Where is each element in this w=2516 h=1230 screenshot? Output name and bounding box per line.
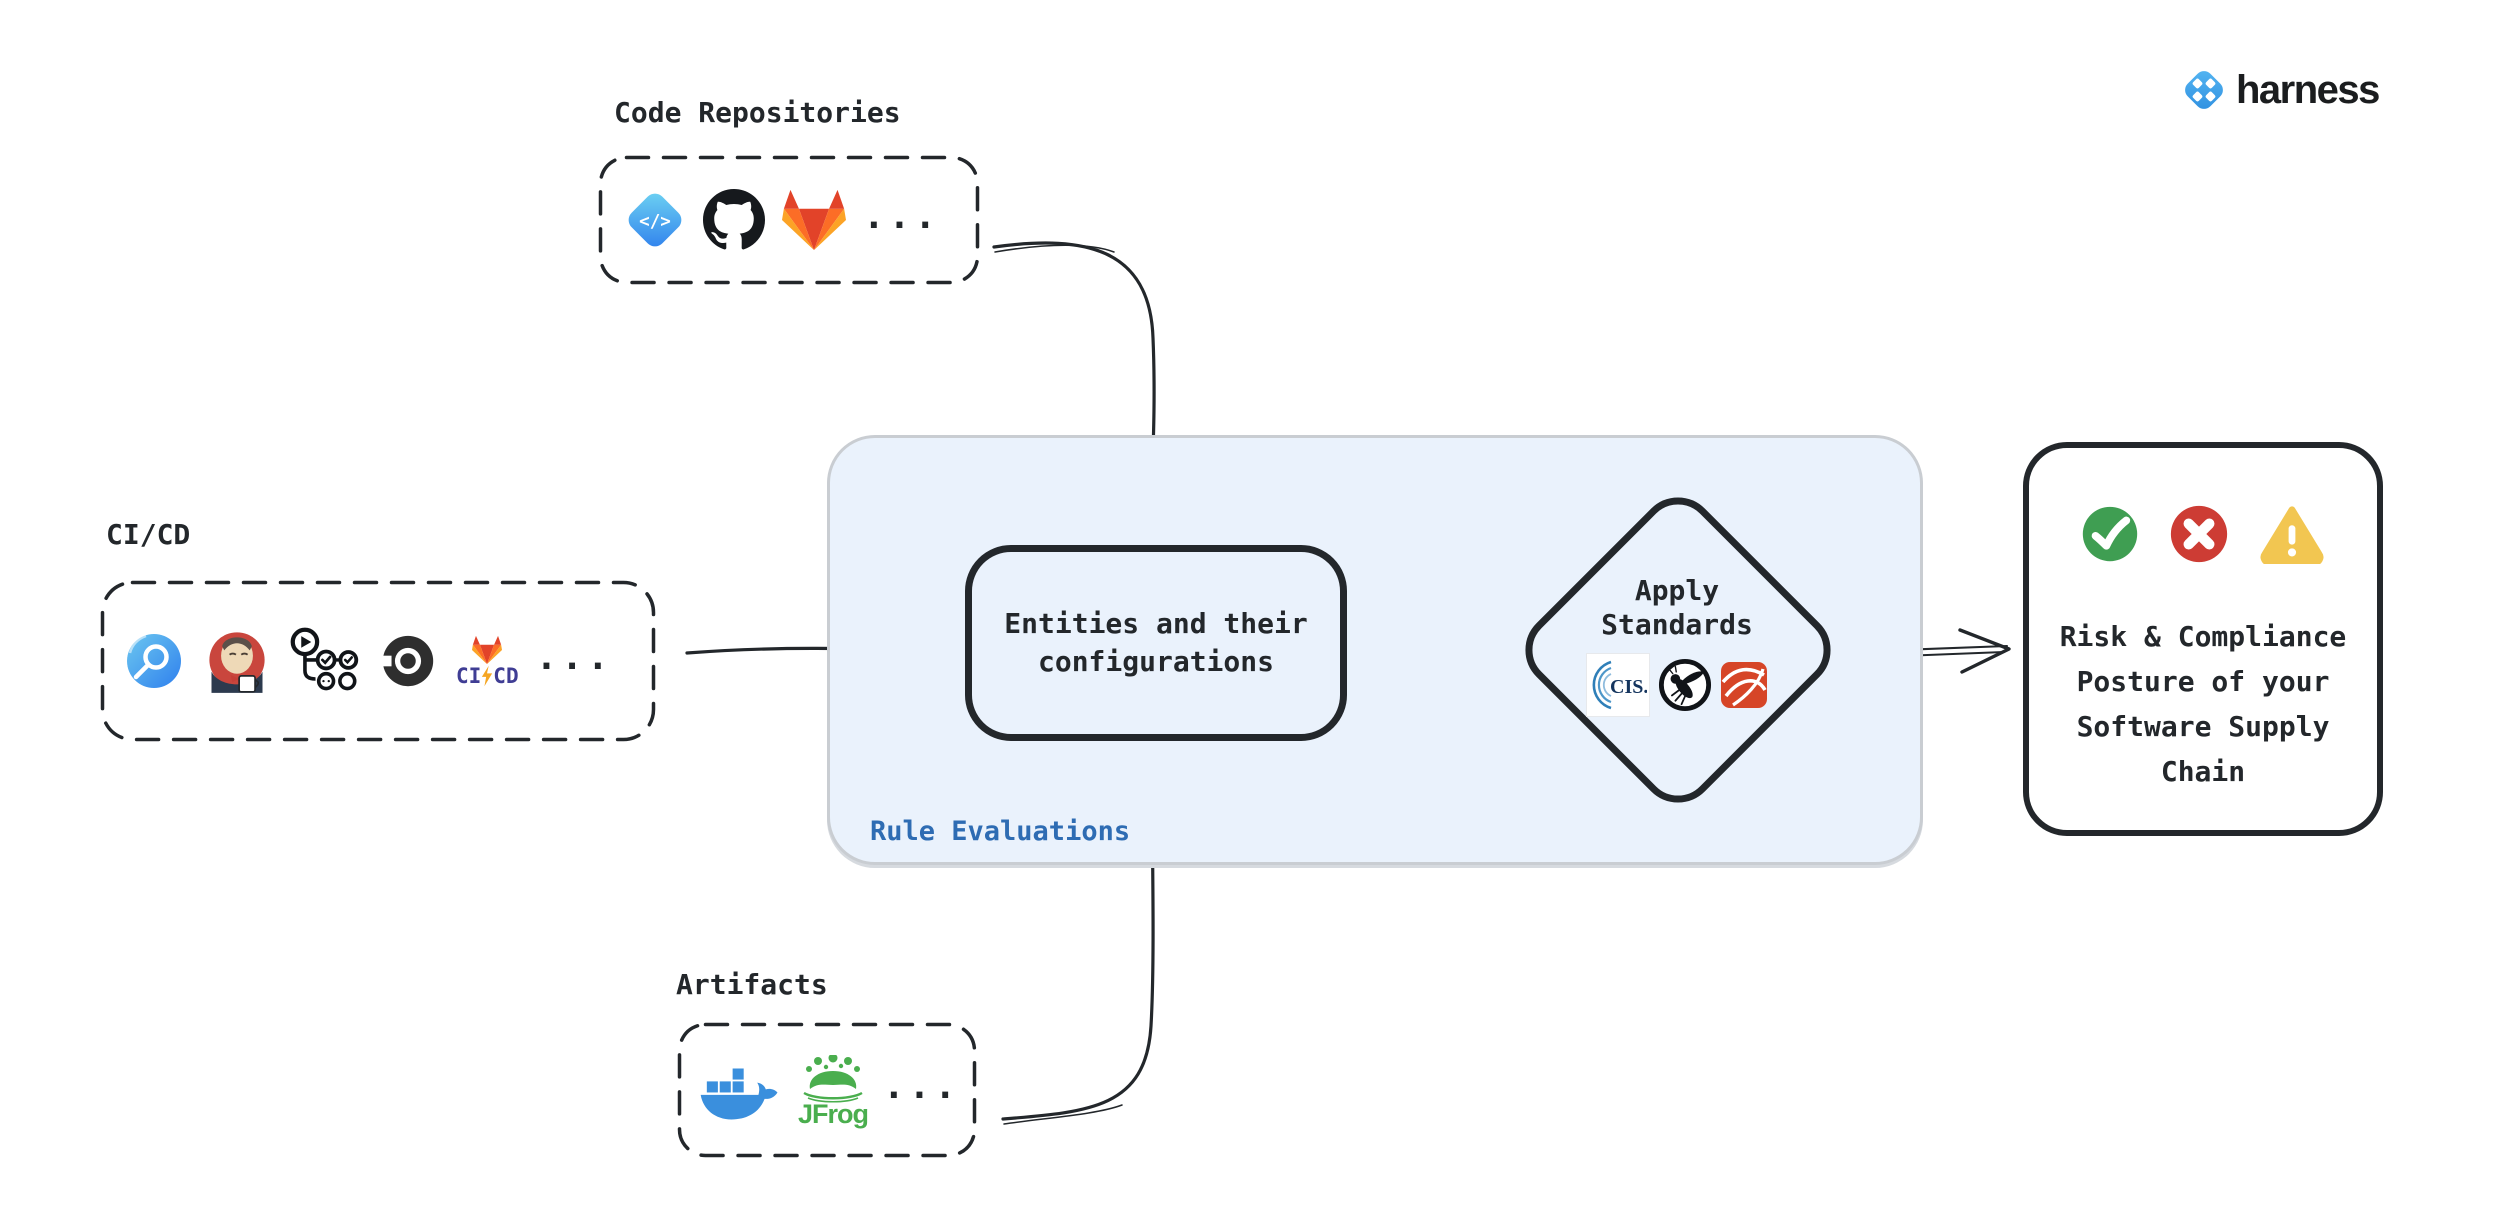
warning-triangle-icon	[2259, 504, 2325, 564]
jenkins-icon	[203, 627, 271, 695]
brand-name: harness	[2236, 67, 2380, 112]
apply-standards-content: Apply Standards CIS.	[1527, 574, 1827, 716]
cis-icon: CIS.	[1587, 654, 1649, 716]
cicd-label: CI/CD	[106, 518, 191, 551]
dashed-frame	[598, 155, 980, 285]
entities-line2: configurations	[1037, 645, 1274, 678]
outcome-line: Posture of your	[2076, 665, 2330, 698]
jfrog-wordmark: JFrog	[797, 1099, 869, 1129]
rule-evaluations-container	[827, 435, 1923, 865]
entities-line1: Entities and their	[1004, 607, 1308, 640]
rule-evaluations-label: Rule Evaluations	[870, 816, 1131, 847]
gitlab-cicd-icon: CI CD	[456, 635, 519, 687]
code-diamond-icon: </>	[622, 187, 688, 253]
apply-line1: Apply	[1634, 574, 1720, 607]
gitlab-ci-text: CI	[456, 664, 482, 688]
svg-text:CIS.: CIS.	[1610, 676, 1647, 698]
more-ellipsis: ...	[535, 636, 613, 678]
github-icon	[703, 189, 765, 251]
github-actions-icon	[288, 626, 360, 696]
artifacts-box: JFrog ...	[677, 1022, 977, 1158]
outcome-line: Risk & Compliance	[2059, 620, 2347, 653]
svg-text:</>: </>	[639, 212, 671, 232]
dashed-frame	[100, 580, 656, 742]
red-ribbon-standard-icon	[1721, 662, 1767, 708]
gitlab-icon	[780, 188, 848, 252]
harness-logo: harness	[2180, 66, 2380, 114]
outcome-line: Software Supply	[2076, 710, 2330, 743]
harness-logo-icon	[2180, 66, 2228, 114]
docker-icon	[697, 1058, 783, 1122]
entities-box: Entities and their configurations	[965, 545, 1347, 741]
code-repositories-box: </> ...	[598, 155, 980, 285]
x-circle-icon	[2169, 504, 2229, 564]
apply-line2: Standards	[1601, 608, 1753, 641]
check-circle-icon	[2081, 505, 2139, 563]
gitlab-cd-text: CD	[493, 664, 519, 688]
lightning-bolt-icon	[482, 665, 493, 687]
jfrog-icon: JFrog	[796, 1055, 870, 1129]
harness-ci-icon	[122, 629, 186, 693]
more-ellipsis: ...	[863, 195, 941, 237]
outcome-box: Risk & Compliance Posture of your Softwa…	[2023, 442, 2383, 836]
code-repositories-label: Code Repositories	[614, 96, 901, 129]
circleci-icon	[377, 630, 439, 692]
artifacts-label: Artifacts	[676, 968, 828, 1001]
outcome-text: Risk & Compliance Posture of your Softwa…	[2029, 614, 2377, 794]
more-ellipsis: ...	[883, 1065, 961, 1107]
dashed-frame	[677, 1022, 977, 1158]
outcome-line: Chain	[2160, 755, 2246, 788]
owasp-icon	[1657, 657, 1713, 713]
cicd-box: CI CD ...	[100, 580, 656, 742]
